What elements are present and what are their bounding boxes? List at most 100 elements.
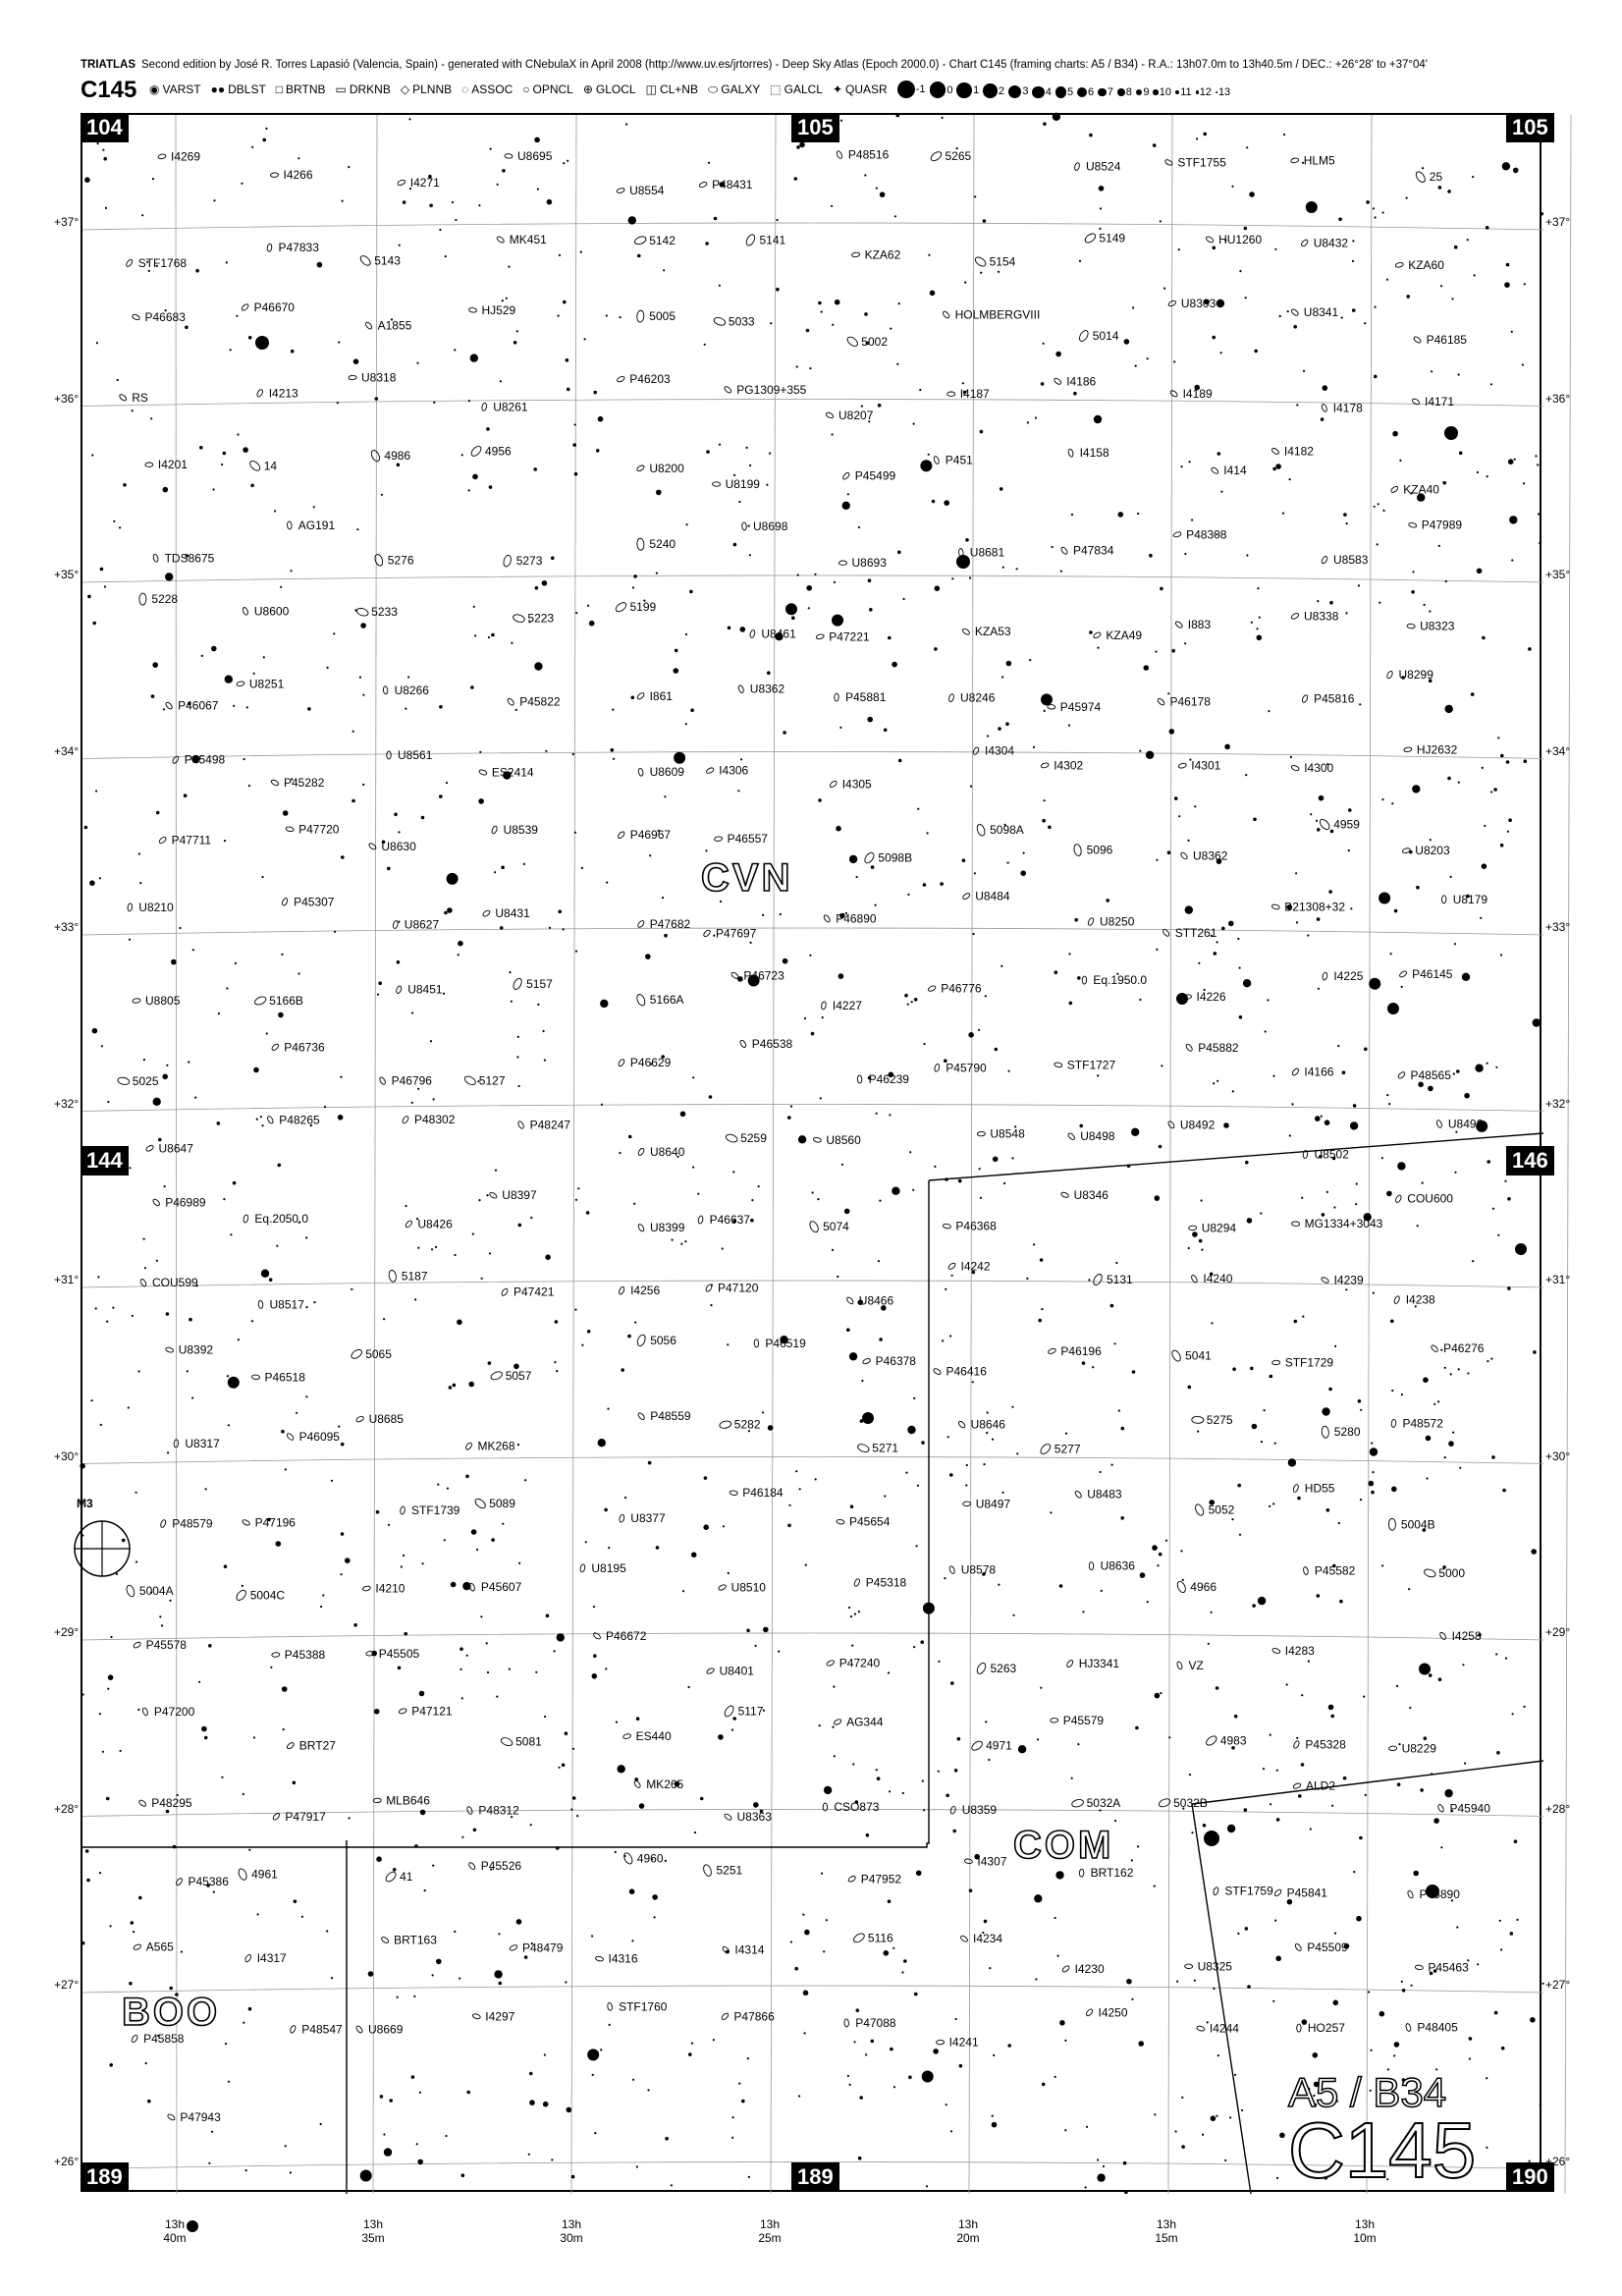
tab-mid-left[interactable]: 144 [81, 1146, 129, 1175]
object-label: 4966 [1190, 1580, 1216, 1594]
star [261, 1124, 264, 1127]
star [1274, 247, 1277, 250]
object-label: U8695 [517, 149, 553, 163]
star [211, 645, 217, 652]
star [635, 2165, 639, 2168]
star [1180, 1550, 1183, 1553]
star [1420, 1788, 1424, 1792]
galaxy-icon [141, 1707, 148, 1717]
magnitude-label: 10 [1159, 86, 1172, 98]
object-label: AG191 [298, 519, 336, 532]
object-label: P45582 [1315, 1564, 1356, 1578]
star [162, 486, 169, 493]
star [674, 648, 678, 653]
star [727, 626, 731, 630]
star [1382, 509, 1385, 512]
object-label: U8207 [838, 409, 874, 422]
tab-top-right[interactable]: 105 [1506, 113, 1554, 142]
star [794, 1966, 798, 1971]
star [1440, 1846, 1443, 1849]
object-label: 5081 [515, 1735, 542, 1749]
star [429, 1040, 433, 1043]
object-label: U8630 [381, 840, 416, 853]
star [516, 1444, 520, 1447]
object-label: P45282 [284, 776, 325, 790]
tab-bottom-mid[interactable]: 189 [791, 2162, 839, 2192]
star [1425, 1435, 1432, 1442]
star [417, 1246, 420, 1249]
tab-top-mid[interactable]: 105 [791, 113, 839, 142]
star [199, 446, 203, 450]
galaxy-icon [1411, 398, 1421, 406]
object-label: P45816 [1314, 692, 1355, 706]
star [98, 1713, 101, 1716]
magnitude-item: 11 [1175, 86, 1192, 98]
galaxy-icon [1406, 623, 1416, 629]
star [1464, 1092, 1470, 1099]
star [410, 1011, 414, 1014]
star [811, 1191, 814, 1194]
star [799, 141, 805, 148]
galaxy-icon [1158, 1798, 1171, 1808]
star [1419, 1663, 1431, 1675]
star [561, 1763, 566, 1768]
star [149, 1591, 153, 1594]
star [1339, 1599, 1343, 1604]
legend-label: BRTNB [286, 82, 326, 96]
galaxy-icon [1292, 1782, 1302, 1789]
object-label: MLB646 [386, 1793, 430, 1807]
galaxy-icon [616, 188, 625, 193]
star [853, 1613, 857, 1615]
object-label: P46518 [265, 1370, 306, 1384]
star [1391, 802, 1394, 805]
galaxy-icon [1302, 1150, 1309, 1159]
star [227, 1424, 230, 1427]
star [428, 174, 432, 179]
star [229, 349, 232, 352]
star [179, 926, 182, 930]
object-label: STF1729 [1285, 1356, 1334, 1370]
star [950, 1274, 953, 1277]
star [95, 342, 98, 345]
star [116, 378, 119, 382]
star [1374, 216, 1377, 219]
galaxy-icon [1175, 621, 1183, 629]
tab-bottom-right[interactable]: 190 [1506, 2162, 1554, 2192]
star [1180, 465, 1183, 468]
star [191, 754, 200, 764]
star [511, 641, 514, 644]
legend-label: DRKNB [349, 82, 391, 96]
star [999, 487, 1003, 491]
star [1110, 1463, 1113, 1466]
star [1513, 1839, 1518, 1843]
legend-label: ASSOC [471, 82, 514, 96]
star [565, 1981, 568, 1984]
star [1468, 2037, 1473, 2041]
object-label: 5117 [738, 1705, 764, 1719]
star [1374, 374, 1378, 379]
galaxy-icon [842, 471, 850, 480]
star [1187, 1246, 1190, 1250]
star [554, 1361, 557, 1364]
star [558, 253, 562, 256]
tab-top-left[interactable]: 104 [81, 113, 129, 142]
tab-bottom-left[interactable]: 189 [81, 2162, 129, 2192]
galaxy-icon [465, 1442, 472, 1450]
object-label: P45858 [143, 2032, 185, 2046]
galaxy-icon [974, 256, 987, 267]
star [1035, 1978, 1038, 1981]
star [1372, 1471, 1375, 1474]
star [897, 550, 901, 555]
star [565, 358, 569, 362]
object-label: P46796 [392, 1074, 433, 1088]
star [245, 706, 248, 709]
star [1485, 226, 1489, 230]
object-label: 5263 [991, 1662, 1017, 1675]
galaxy-icon [469, 1582, 475, 1592]
star [1216, 299, 1225, 308]
star [462, 1581, 471, 1591]
tab-mid-right[interactable]: 146 [1506, 1146, 1554, 1175]
galaxy-icon [749, 629, 756, 638]
dec-label: +29° [1545, 1625, 1571, 1639]
